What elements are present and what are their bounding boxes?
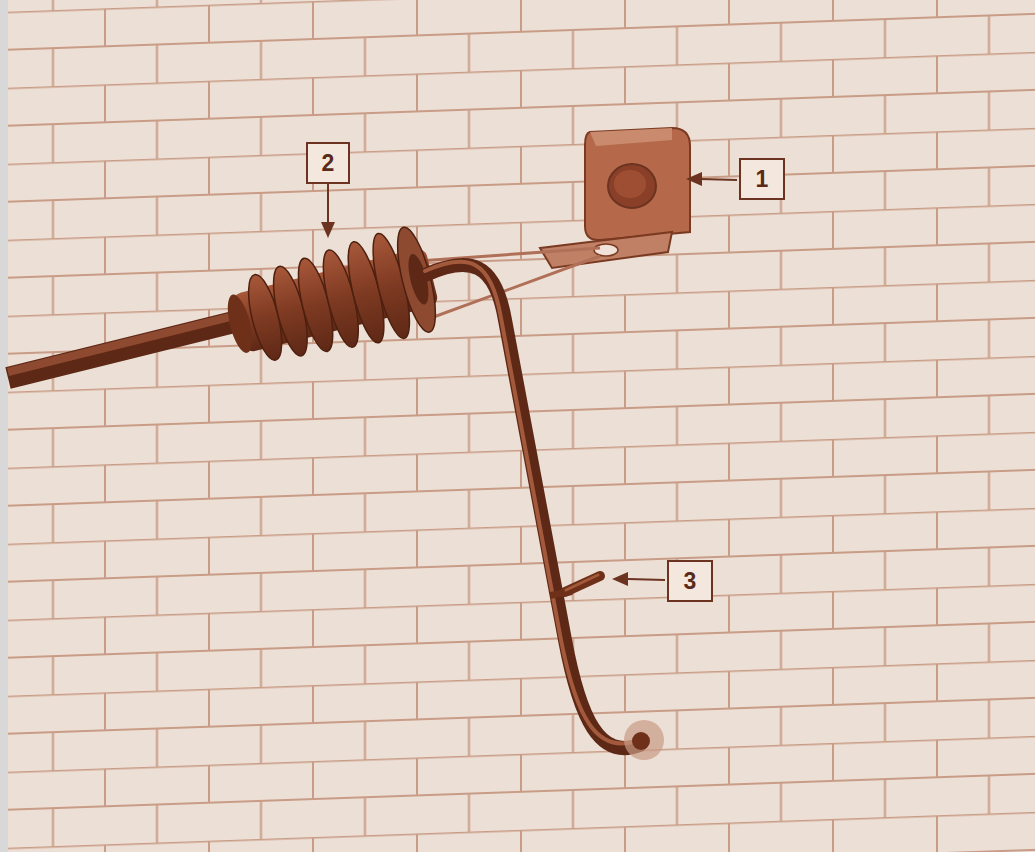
- page-edge: [0, 0, 8, 852]
- callout-number: 3: [667, 560, 713, 602]
- wall-entry: [624, 720, 664, 760]
- callout-number: 1: [739, 158, 785, 200]
- stay-wire: [405, 248, 600, 262]
- cable-clamp: [550, 575, 600, 599]
- wall-bracket: [540, 128, 690, 268]
- insulator: [217, 223, 445, 378]
- leader-arrows: [321, 172, 737, 586]
- service-cable: [8, 318, 250, 378]
- callout-number: 2: [306, 142, 350, 184]
- drop-cable: [425, 265, 640, 748]
